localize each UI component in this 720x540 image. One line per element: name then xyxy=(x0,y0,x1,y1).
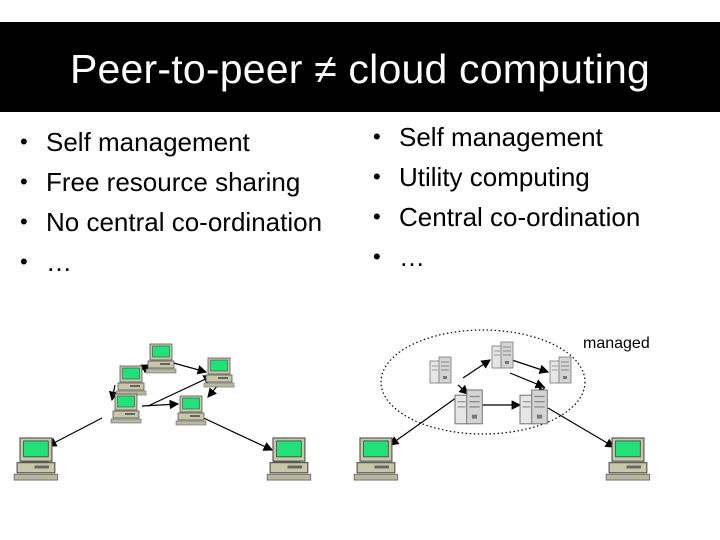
list-item: Self management xyxy=(373,117,640,157)
list-item: … xyxy=(20,242,322,282)
computer-icon xyxy=(175,395,207,426)
server-icon xyxy=(549,356,572,384)
cloud-client-computers xyxy=(353,437,651,481)
p2p-corner-computers xyxy=(13,437,312,481)
server-icon xyxy=(429,356,452,384)
computer-icon xyxy=(605,437,651,481)
computer-icon xyxy=(110,393,142,424)
list-item: Self management xyxy=(20,122,322,162)
list-item: … xyxy=(373,237,640,277)
managed-label: managed xyxy=(583,335,650,352)
title-bar: Peer-to-peer ≠ cloud computing xyxy=(0,22,720,112)
cloud-arrows xyxy=(389,359,616,448)
list-item: Central co-ordination xyxy=(373,197,640,237)
computer-icon xyxy=(145,343,177,374)
cloud-properties-list: Self management Utility computing Centra… xyxy=(373,117,640,277)
p2p-network-arrows xyxy=(46,361,274,451)
p2p-properties-list: Self management Free resource sharing No… xyxy=(20,122,322,282)
computer-icon xyxy=(203,357,235,388)
managed-cloud-boundary xyxy=(380,329,586,435)
computer-icon xyxy=(13,437,59,481)
computer-icon xyxy=(266,437,312,481)
computer-icon xyxy=(115,365,147,396)
list-item: Free resource sharing xyxy=(20,162,322,202)
server-icon xyxy=(491,341,514,369)
list-item: No central co-ordination xyxy=(20,202,322,242)
cloud-servers xyxy=(429,341,572,425)
slide-title: Peer-to-peer ≠ cloud computing xyxy=(69,45,651,92)
computer-icon xyxy=(353,437,399,481)
list-item: Utility computing xyxy=(373,157,640,197)
server-icon xyxy=(454,389,483,425)
server-icon xyxy=(519,389,548,425)
